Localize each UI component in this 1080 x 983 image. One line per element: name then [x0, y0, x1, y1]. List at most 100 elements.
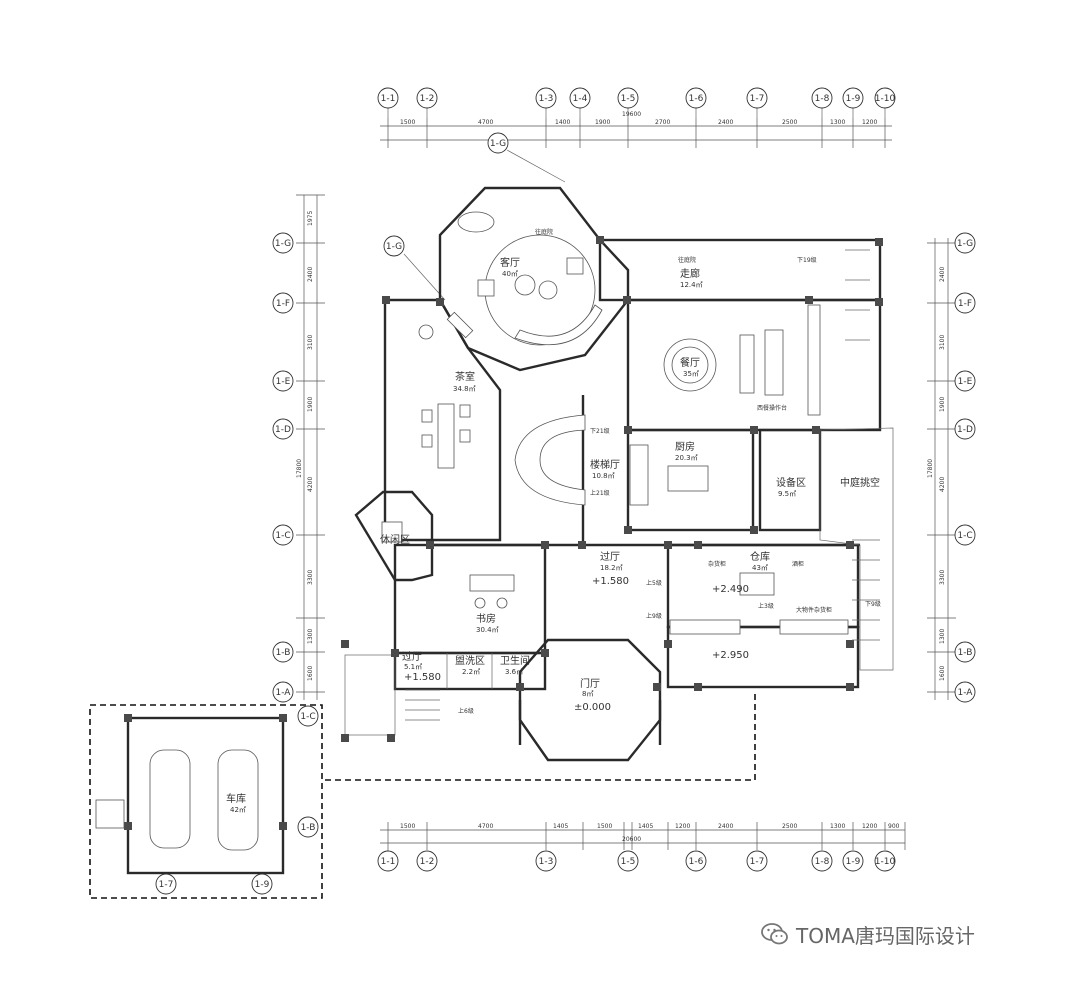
- bottom-dim-5: 1405: [638, 823, 653, 830]
- side-dim-total-r: 17800: [927, 459, 934, 478]
- axis-bubble-label: 1-F: [276, 299, 290, 309]
- room-name-laundry: 盥洗区: [455, 655, 485, 667]
- room-area-corridor: 12.4㎡: [680, 281, 703, 289]
- bottom-dim-11: 900: [888, 823, 900, 830]
- side-dim-5r: 4200: [939, 477, 946, 492]
- axis-bubble-label: 1-1: [381, 94, 396, 104]
- side-dim-3: 3100: [307, 335, 314, 350]
- annotations: 往庭院 往庭院 下19级 下21级 上21级 上5级 上9级 上3级 下9级 上…: [458, 228, 881, 715]
- axis-bubble-label: 1-G: [490, 139, 506, 149]
- room-area-dining: 35㎡: [683, 370, 699, 378]
- room-area-entry: 8㎡: [582, 690, 593, 698]
- top-dim-7: 2500: [782, 119, 797, 126]
- room-name-hall: 过厅: [600, 550, 620, 563]
- room-area-study: 30.4㎡: [476, 626, 499, 634]
- top-dimension-strip: 1500 4700 1400 1900 2700 2400 2500 1300 …: [380, 111, 892, 148]
- side-dim-7: 1300: [307, 629, 314, 644]
- axis-bubble-label: 1-C: [957, 531, 972, 541]
- axis-bubble-label: 1-E: [276, 377, 291, 387]
- axis-bubble-label: 1-2: [420, 94, 435, 104]
- axis-bubble-label: 1-F: [958, 299, 972, 309]
- side-dim-2: 2400: [307, 267, 314, 282]
- room-area-tea: 34.8㎡: [453, 385, 476, 393]
- room-name-bathroom: 卫生间: [500, 654, 530, 667]
- note-down-9: 下9级: [865, 600, 881, 608]
- axis-bubble-label: 1-D: [275, 425, 291, 435]
- left-axis-bubbles: 1-G 1-F 1-E 1-D 1-C 1-B 1-A: [272, 232, 294, 703]
- room-area-storage: 43㎡: [752, 564, 768, 572]
- top-dim-3: 1400: [555, 119, 570, 126]
- side-dim-1: 1975: [307, 211, 314, 226]
- left-dimension-strip: 1975 2400 3100 1900 4200 3300 1300 1600 …: [296, 194, 325, 700]
- room-area-kitchen: 20.3㎡: [675, 454, 698, 462]
- side-dim-6r: 3300: [939, 570, 946, 585]
- bottom-dim-7: 2400: [718, 823, 733, 830]
- axis-bubble-label: 1-5: [621, 94, 636, 104]
- axis-bubble-label: 1-7: [750, 94, 765, 104]
- garage: 1-C 1-B 1-7 1-9 车库 42㎡: [89, 690, 756, 899]
- watermark: TOMA唐玛国际设计: [760, 917, 975, 951]
- furniture: [381, 211, 880, 721]
- axis-bubble-label: 1-C: [275, 531, 290, 541]
- axis-bubble-label: 1-E: [958, 377, 973, 387]
- axis-bubble-label: 1-10: [875, 94, 896, 104]
- note-storage-shelf: 大物件杂货柜: [796, 606, 832, 614]
- axis-bubble-label: 1-G: [957, 239, 973, 249]
- bottom-dimension-strip: 1500 4700 1405 1500 1405 1200 2400 2500 …: [380, 822, 906, 850]
- room-name-study: 书房: [476, 612, 496, 625]
- top-axis-bubbles: 1-1 1-2 1-3 1-4 1-5 1-6 1-7 1-8 1-9 1-10: [377, 87, 896, 118]
- room-name-tea: 茶室: [455, 370, 475, 383]
- room-area-hall: 18.2㎡: [600, 564, 623, 572]
- axis-bubble-label: 1-6: [689, 94, 704, 104]
- room-area-equipment: 9.5㎡: [778, 490, 796, 498]
- side-dim-3r: 3100: [939, 335, 946, 350]
- axis-bubble-label: 1-1: [381, 857, 396, 867]
- note-storage-right: 酒柜: [792, 560, 804, 568]
- top-dim-8: 1300: [830, 119, 845, 126]
- axis-bubble-label: 1-C: [300, 712, 315, 722]
- axis-bubble-label: 1-2: [420, 857, 435, 867]
- elevation-storage: +2.490: [712, 584, 749, 595]
- top-dim-6: 2400: [718, 119, 733, 126]
- axis-bubble-label: 1-3: [539, 94, 554, 104]
- note-down-19: 下19级: [797, 256, 817, 264]
- note-courtyard-2: 往庭院: [678, 256, 696, 264]
- right-dimension-strip: 2400 3100 1900 4200 3300 1300 1600 17800: [927, 238, 956, 700]
- room-area-laundry: 2.2㎡: [462, 668, 480, 676]
- side-dim-4r: 1900: [939, 397, 946, 412]
- elevation-entry: ±0.000: [574, 702, 611, 713]
- axis-bubble-label: 1-G: [386, 242, 402, 252]
- side-dim-8: 1600: [307, 666, 314, 681]
- elevation-lower: +2.950: [712, 650, 749, 661]
- note-up-9: 上9级: [646, 612, 662, 620]
- room-area-bathroom: 3.6㎡: [505, 668, 523, 676]
- axis-bubble-label: 1-8: [815, 857, 830, 867]
- watermark-text: TOMA唐玛国际设计: [796, 923, 975, 948]
- structural-columns: [341, 236, 883, 742]
- bottom-dim-2: 4700: [478, 823, 493, 830]
- note-courtyard-1: 往庭院: [535, 228, 553, 236]
- axis-bubble-label: 1-D: [957, 425, 973, 435]
- axis-bubble-label: 1-7: [750, 857, 765, 867]
- bottom-dim-6: 1200: [675, 823, 690, 830]
- note-up-21: 上21级: [590, 489, 610, 497]
- note-bar: 西餐操作台: [757, 404, 787, 412]
- axis-bubble-label: 1-A: [276, 688, 292, 698]
- note-up-3: 上3级: [758, 602, 774, 610]
- top-dim-2: 4700: [478, 119, 493, 126]
- room-name-small-hall: 过厅: [402, 650, 422, 663]
- side-dim-6: 3300: [307, 570, 314, 585]
- elevation-hall: +1.580: [592, 576, 629, 587]
- bottom-dim-4: 1500: [597, 823, 612, 830]
- room-name-entry: 门厅: [580, 677, 600, 690]
- bottom-dim-1: 1500: [400, 823, 415, 830]
- room-name-kitchen: 厨房: [675, 440, 695, 453]
- note-down-21: 下21级: [590, 427, 610, 435]
- bottom-axis-bubbles: 1-1 1-2 1-3 1-5 1-6 1-7 1-8 1-9 1-10: [377, 850, 895, 872]
- room-labels: 客厅 40㎡ 走廊 12.4㎡ 茶室 34.8㎡ 餐厅 35㎡ 楼梯厅 10.8…: [380, 256, 880, 713]
- wechat-icon: [761, 923, 788, 945]
- axis-bubble-label: 1-B: [958, 648, 973, 658]
- elevation-small-hall: +1.580: [404, 672, 441, 683]
- axis-bubble-label: 1-5: [621, 857, 636, 867]
